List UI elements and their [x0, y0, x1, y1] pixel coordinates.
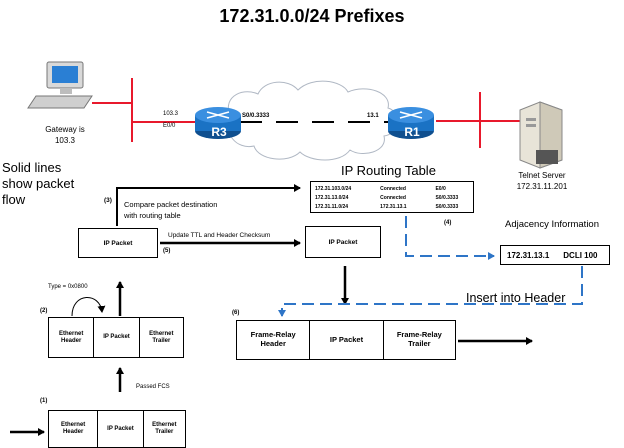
compare-line1: Compare packet destination [124, 200, 218, 209]
ip-packet-box-right: IP Packet [305, 226, 381, 258]
arrow-compare [116, 184, 301, 226]
page-title: 172.31.0.0/24 Prefixes [219, 6, 405, 26]
r3-eth-label: E0/0 [163, 123, 176, 129]
gateway-pc-icon [27, 61, 93, 109]
telnet-server-icon [519, 101, 563, 169]
adjacency-box: 172.31.13.1 DCLI 100 [500, 245, 610, 265]
step6-label: (6) [232, 310, 240, 316]
step1-label: (1) [40, 398, 48, 404]
adjacency-ip: 172.31.13.1 [507, 250, 550, 260]
note-line3: flow [2, 192, 26, 207]
dashed-routing-to-adjacency [405, 216, 495, 260]
gateway-label-line1: Gateway is [45, 125, 85, 134]
adjacency-title: Adjacency Information [505, 219, 599, 230]
telnet-server-label: Telnet Server 172.31.11.201 [500, 170, 584, 192]
ip-packet-cell: IP Packet [94, 318, 140, 357]
ip-packet-cell: IP Packet [98, 411, 144, 447]
r3-ip-label: 103.3 [163, 111, 179, 117]
ip-packet-box-left: IP Packet [78, 228, 158, 258]
router-r3-icon [195, 107, 241, 139]
adjacency-dlci: DCLI 100 [563, 250, 598, 260]
gateway-label-line2: 103.3 [54, 136, 76, 145]
note-line1: Solid lines [2, 160, 62, 175]
router-r1-label: R1 [404, 125, 420, 139]
step4-label: (4) [444, 220, 452, 226]
note-line2: show packet [2, 176, 75, 191]
passed-fcs-label: Passed FCS [136, 384, 170, 390]
compare-text: Compare packet destination with routing … [124, 199, 217, 221]
gateway-label: Gateway is 103.3 [30, 124, 100, 146]
routing-table-title: IP Routing Table [341, 163, 436, 178]
dashed-adjacency-to-header [278, 266, 583, 317]
step3-label: (3) [104, 197, 112, 204]
router-r1-icon [388, 107, 434, 139]
step5-label: (5) [163, 248, 171, 254]
solid-lines-note: Solid lines show packet flow [2, 160, 74, 208]
step2-label: (2) [40, 308, 48, 314]
r1-ip-label: 13.1 [367, 113, 379, 119]
telnet-label-line1: Telnet Server [518, 171, 566, 180]
router-r3-label: R3 [211, 125, 227, 139]
type-label: Type = 0x0800 [48, 284, 88, 290]
insert-header-label: Insert into Header [466, 291, 566, 305]
arrow-type [71, 297, 106, 317]
update-ttl-text: Update TTL and Header Checksum [168, 232, 271, 239]
telnet-label-line2: 172.31.11.201 [516, 182, 568, 191]
r3-serial-label: S0/0.3333 [242, 113, 270, 119]
compare-line2: with routing table [124, 211, 181, 220]
frame-relay-cloud [227, 80, 398, 161]
ip-packet-cell: IP Packet [310, 321, 384, 359]
